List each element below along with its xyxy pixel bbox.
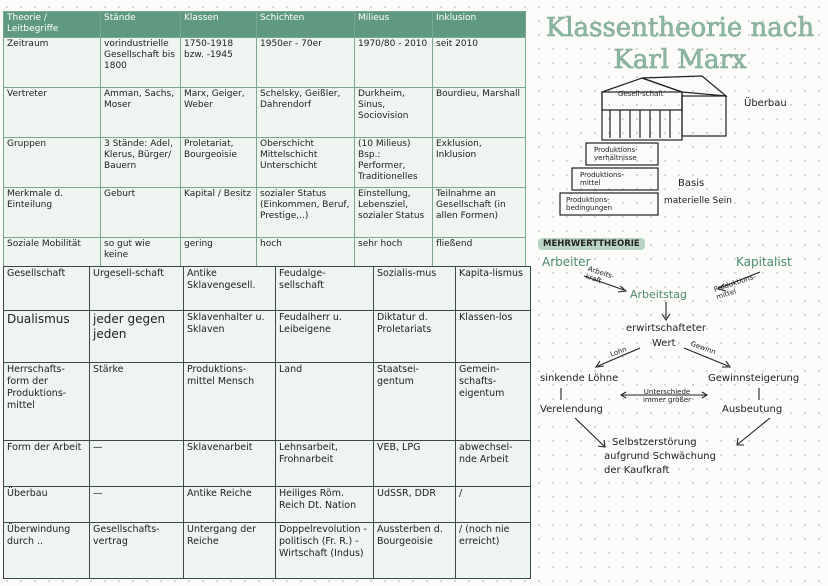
table-cell: Untergang der Reiche	[183, 522, 276, 579]
selbstzerstoerung-label: Selbstzerstörung	[612, 437, 697, 448]
table-cell: / (noch nie erreicht)	[455, 522, 531, 579]
table-cell: /	[455, 486, 531, 523]
header-cell: Gesellschaft	[3, 266, 90, 311]
social-structure-table: Theorie / Leitbegriffe Stände Klassen Sc…	[3, 11, 526, 268]
table-cell: sozialer Status (Einkommen, Beruf, Prest…	[256, 186, 355, 238]
table-cell: Herrschafts-form der Produktions-mittel	[3, 362, 90, 441]
mehrwert-arrows	[560, 271, 771, 448]
table-row: Soziale Mobilität so gut wie keine gerin…	[3, 236, 526, 268]
table-cell: Bourdieu, Marshall	[432, 86, 526, 138]
table-cell: Teilnahme an Gesellschaft (in allen Form…	[432, 186, 526, 238]
table-cell: Form der Arbeit	[3, 440, 90, 487]
table-cell: vorindustrielle Gesellschaft bis 1800	[100, 36, 181, 88]
ueberbau-label: Überbau	[744, 98, 787, 109]
step-label: Produktions-bedingungen	[566, 196, 613, 212]
table-row: Überwindung durch .. Gesellschafts-vertr…	[3, 522, 531, 579]
gewinnsteigerung-label: Gewinnsteigerung	[708, 373, 800, 384]
step-label: Produktions-mittel	[580, 171, 624, 187]
table-cell: 3 Stände: Adel, Klerus, Bürger/ Bauern	[100, 136, 181, 188]
table-cell: VEB, LPG	[373, 440, 456, 487]
table-cell: Gemein-schafts-eigentum	[455, 362, 531, 441]
table-cell: Kapital / Besitz	[180, 186, 257, 238]
table-row: Merkmale d. Einteilung Geburt Kapital / …	[3, 186, 526, 238]
page-title: Klassentheorie nach Karl Marx	[540, 12, 820, 76]
table-cell: 1950er - 70er	[256, 36, 355, 88]
mehrwert-heading: MEHRWERTTHEORIE	[538, 238, 645, 250]
table-cell: Oberschicht Mittelschicht Unterschicht	[256, 136, 355, 188]
erwirtschafteter-label: erwirtschafteter	[626, 323, 707, 334]
table-cell: Gesellschafts-vertrag	[89, 522, 184, 579]
table-cell: hoch	[256, 236, 355, 268]
step-middle	[571, 167, 659, 191]
step-label: Produktions-verhältnisse	[594, 146, 638, 162]
wert-label: Wert	[652, 338, 676, 349]
table-cell: sehr hoch	[354, 236, 433, 268]
selbstzerstoerung-label: aufgrund Schwächung	[604, 451, 716, 462]
table-row: Herrschafts-form der Produktions-mittel …	[3, 362, 531, 441]
table-cell: Feudalherr u. Leibeigene	[275, 310, 374, 363]
selbstzerstoerung-label: der Kaufkraft	[604, 465, 670, 476]
table-cell: Stärke	[89, 362, 184, 441]
header-cell: Stände	[100, 11, 181, 38]
table-cell: Aussterben d. Bourgeoisie	[373, 522, 456, 579]
table-cell: Merkmale d. Einteilung	[3, 186, 101, 238]
table-cell: Vertreter	[3, 86, 101, 138]
society-forms-table: Gesellschaft Urgesell-schaft Antike Skla…	[3, 266, 531, 579]
table-cell: Antike Reiche	[183, 486, 276, 523]
sinkende-loehne-label: sinkende Löhne	[540, 373, 619, 384]
header-cell: Theorie / Leitbegriffe	[3, 11, 101, 38]
header-cell: Kapita-lismus	[455, 266, 531, 311]
table-row: Dualismus jeder gegen jeden Sklavenhalte…	[3, 310, 531, 363]
table-cell: Schelsky, Geißler, Dahrendorf	[256, 86, 355, 138]
title-line: Karl Marx	[613, 45, 747, 76]
table-cell: gering	[180, 236, 257, 268]
table-cell: 1750-1918 bzw. -1945	[180, 36, 257, 88]
table-row: Vertreter Amman, Sachs, Moser Marx, Geig…	[3, 86, 526, 138]
unterschiede-label: Unterschiede immer größer	[642, 388, 692, 404]
table-cell: Exklusion, Inklusion	[432, 136, 526, 188]
header-cell: Inklusion	[432, 11, 526, 38]
verelendung-label: Verelendung	[540, 404, 603, 415]
table-cell: Gruppen	[3, 136, 101, 188]
table-cell: fließend	[432, 236, 526, 268]
table-cell: so gut wie keine	[100, 236, 181, 268]
table-cell: Überwindung durch ..	[3, 522, 90, 579]
ausbeutung-label: Ausbeutung	[722, 404, 783, 415]
table-cell: 1970/80 - 2010	[354, 36, 433, 88]
table-cell: Durkheim, Sinus, Sociovision	[354, 86, 433, 138]
arbeitstag-label: Arbeitstag	[630, 288, 687, 301]
table-cell: Amman, Sachs, Moser	[100, 86, 181, 138]
table-cell: Geburt	[100, 186, 181, 238]
step-top	[585, 142, 659, 166]
kapitalist-label: Kapitalist	[736, 255, 792, 269]
table-cell: Klassen-los	[455, 310, 531, 363]
table-cell: Überbau	[3, 486, 90, 523]
header-cell: Sozialis-mus	[373, 266, 456, 311]
basis-label: Basis	[678, 178, 705, 189]
step-bottom	[559, 192, 659, 216]
table-cell: Einstellung, Lebensziel, sozialer Status	[354, 186, 433, 238]
table-cell: Staatsei-gentum	[373, 362, 456, 441]
house-side-wall	[681, 95, 727, 137]
house-diagram	[559, 75, 728, 216]
basis-sub-label: materielle Sein	[664, 196, 732, 206]
header-cell: Feudalge-sellschaft	[275, 266, 374, 311]
arbeiter-label: Arbeiter	[542, 255, 591, 269]
table-header-row: Gesellschaft Urgesell-schaft Antike Skla…	[3, 266, 531, 311]
table-cell: abwechsel-nde Arbeit	[455, 440, 531, 487]
roof-label: Gesell-schaft	[618, 90, 664, 98]
title-line: Klassentheorie nach	[545, 13, 815, 44]
table-cell: Dualismus	[3, 310, 90, 363]
table-row: Gruppen 3 Stände: Adel, Klerus, Bürger/ …	[3, 136, 526, 188]
table-cell: Soziale Mobilität	[3, 236, 101, 268]
